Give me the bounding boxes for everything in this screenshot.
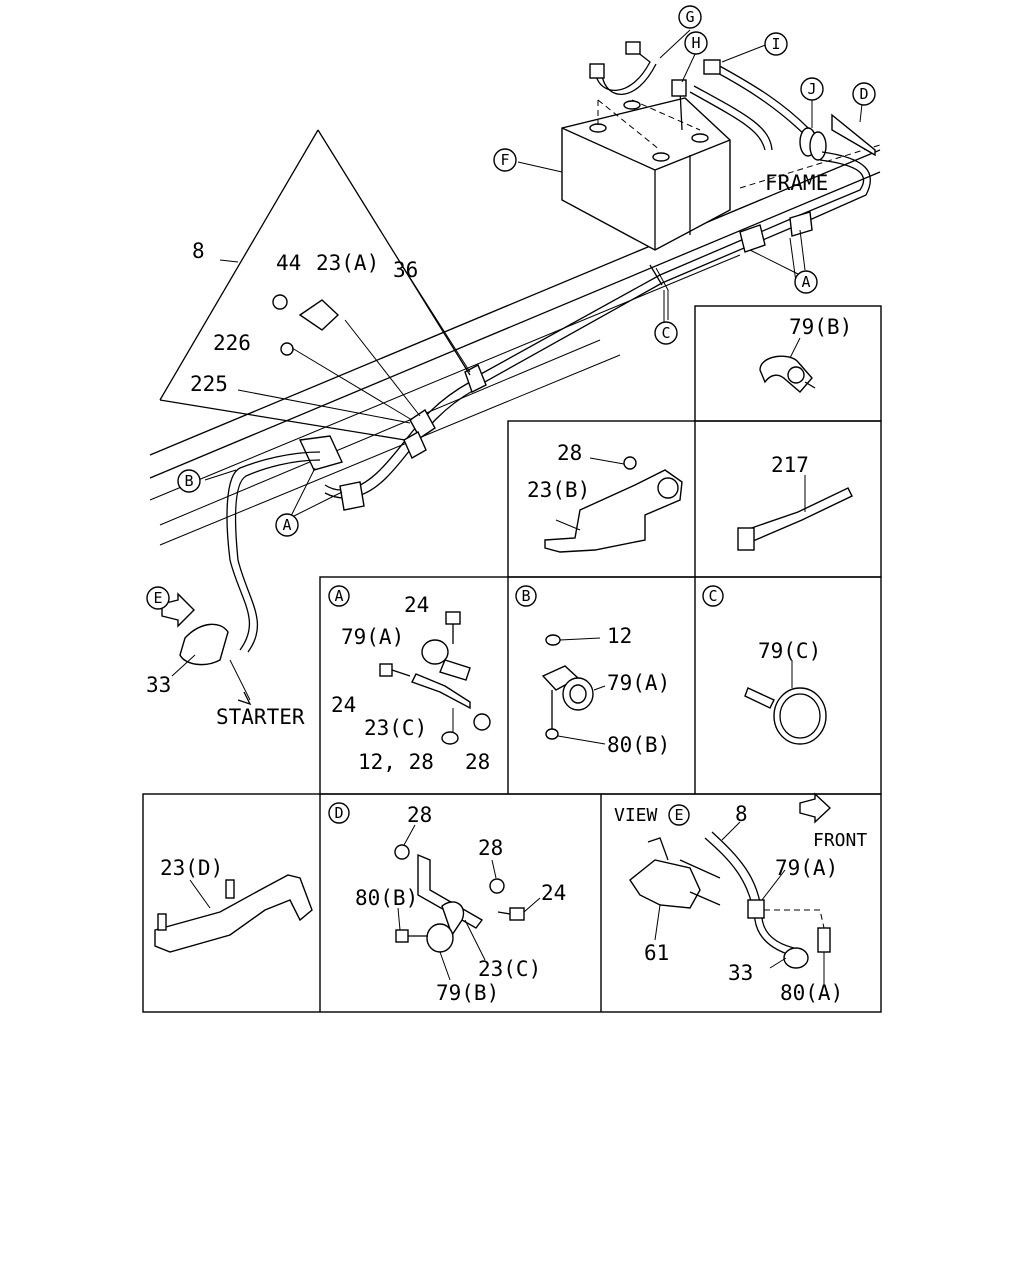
view-79a-label: 79(A) <box>775 856 838 880</box>
callout-a-frame: A <box>794 270 818 294</box>
part-23b-label: 23(B) <box>527 478 590 502</box>
detail-triangle <box>159 129 471 441</box>
panel-79b: 79(B) <box>759 315 852 393</box>
panel-a-24-top-label: 24 <box>404 593 429 617</box>
panel-d-80b-label: 80(B) <box>355 886 418 910</box>
callout-j: J <box>800 77 824 101</box>
part-8-label: 8 <box>192 239 205 263</box>
svg-text:C: C <box>708 587 717 605</box>
part-44-label: 44 <box>276 251 301 275</box>
panel-b-80b-label: 80(B) <box>607 733 670 757</box>
part-28-b-label: 28 <box>557 441 582 465</box>
part-217-label: 217 <box>771 453 809 477</box>
panel-a-79a-label: 79(A) <box>341 625 404 649</box>
svg-text:D: D <box>334 804 343 822</box>
callout-g: G <box>678 5 702 29</box>
view-word: VIEW <box>614 805 658 826</box>
callout-h: H <box>684 31 708 55</box>
part-225-label: 225 <box>190 372 228 396</box>
battery-cables <box>469 41 876 389</box>
frame-label: FRAME <box>765 171 828 195</box>
view-33-label: 33 <box>728 961 753 985</box>
panel-a-12-28-label: 12, 28 <box>358 750 434 774</box>
panel-b-79a-label: 79(A) <box>607 671 670 695</box>
panel-23b: 28 23(B) <box>527 441 683 553</box>
svg-text:C: C <box>661 324 670 342</box>
panel-a-28-label: 28 <box>465 750 490 774</box>
callout-i: I <box>764 32 788 56</box>
view-61-label: 61 <box>644 941 669 965</box>
svg-text:A: A <box>801 273 810 291</box>
panel-217: 217 <box>737 453 853 551</box>
svg-text:E: E <box>153 589 162 607</box>
panel-a-24-left-label: 24 <box>331 693 356 717</box>
svg-text:E: E <box>674 806 683 824</box>
panel-view-e: VIEW E FRONT 8 79(A) 61 33 80(A) <box>614 792 867 1005</box>
panel-d-24-label: 24 <box>541 881 566 905</box>
front-label: FRONT <box>813 830 867 851</box>
svg-text:D: D <box>859 85 868 103</box>
panel-a-23c-label: 23(C) <box>364 716 427 740</box>
panel-c: C 79(C) <box>702 585 827 745</box>
part-23a-label: 23(A) <box>316 251 379 275</box>
svg-text:A: A <box>334 587 343 605</box>
callout-b: B <box>177 469 201 493</box>
svg-text:B: B <box>521 587 530 605</box>
svg-text:I: I <box>771 35 780 53</box>
panel-d-23c-label: 23(C) <box>478 957 541 981</box>
part-79b-top-label: 79(B) <box>789 315 852 339</box>
callout-f: F <box>493 148 517 172</box>
callout-d: D <box>852 82 876 106</box>
callout-a-left: A <box>275 513 299 537</box>
panel-b: B 12 79(A) 80(B) <box>515 585 670 757</box>
callout-c: C <box>654 321 678 345</box>
panel-d: D 28 28 80(B) 24 23(C) 79(B) <box>328 802 566 1005</box>
frame-rails <box>149 144 881 546</box>
panel-grid <box>142 305 882 1013</box>
frame-clips <box>649 211 813 320</box>
panel-d-28-mid-label: 28 <box>478 836 503 860</box>
svg-text:F: F <box>500 151 509 169</box>
callout-e: E <box>146 586 170 610</box>
panel-c-79c-label: 79(C) <box>758 639 821 663</box>
svg-text:B: B <box>184 472 193 490</box>
leaders-main <box>171 29 863 677</box>
svg-text:A: A <box>282 516 291 534</box>
panel-a: A 24 79(A) 24 23(C) 12, 28 28 <box>328 585 491 774</box>
panel-23d: 23(D) <box>154 856 313 953</box>
view-80a-label: 80(A) <box>780 981 843 1005</box>
panel-d-79b-label: 79(B) <box>436 981 499 1005</box>
part-226-label: 226 <box>213 331 251 355</box>
part-23d-label: 23(D) <box>160 856 223 880</box>
svg-text:G: G <box>685 8 694 26</box>
part-36-label: 36 <box>393 258 418 282</box>
battery-f <box>561 97 731 251</box>
part-33-label: 33 <box>146 673 171 697</box>
panel-d-28-top-label: 28 <box>407 803 432 827</box>
starter-label: STARTER <box>216 705 305 729</box>
svg-text:J: J <box>807 80 816 98</box>
view-8-label: 8 <box>735 802 748 826</box>
panel-b-12-label: 12 <box>607 624 632 648</box>
svg-text:H: H <box>691 34 700 52</box>
